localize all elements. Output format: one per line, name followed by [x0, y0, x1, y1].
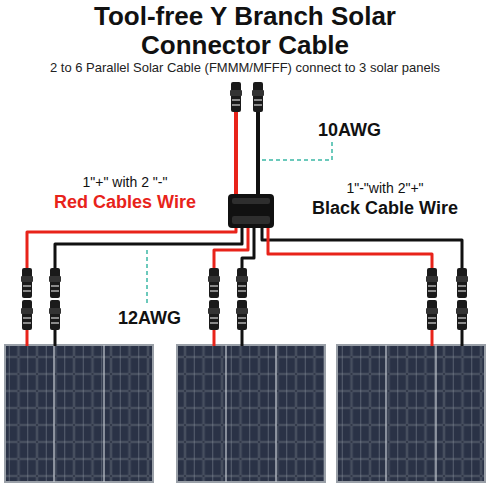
- mc4-connector: [21, 82, 468, 330]
- solar-panel: [5, 345, 153, 482]
- panel-lead: [27, 330, 462, 346]
- solar-panel: [177, 345, 325, 482]
- leader-line: [147, 142, 332, 304]
- title: Tool-free Y Branch Solar Connector Cable: [45, 2, 445, 60]
- main-cable: [236, 112, 258, 200]
- wire-note: 1"+" with 2 "-": [83, 174, 168, 190]
- wire-label: Red Cables Wire: [54, 192, 196, 213]
- wire-note: 1"-"with 2"+": [346, 180, 423, 196]
- gauge-label: 12AWG: [118, 308, 181, 329]
- solar-panel: [337, 345, 485, 482]
- gauge-label: 10AWG: [318, 120, 381, 141]
- subtitle: 2 to 6 Parallel Solar Cable (FMMM/MFFF) …: [50, 61, 440, 76]
- wire-label: Black Cable Wire: [312, 198, 458, 219]
- branch-connector: [228, 194, 274, 228]
- branch-wire: [27, 226, 462, 270]
